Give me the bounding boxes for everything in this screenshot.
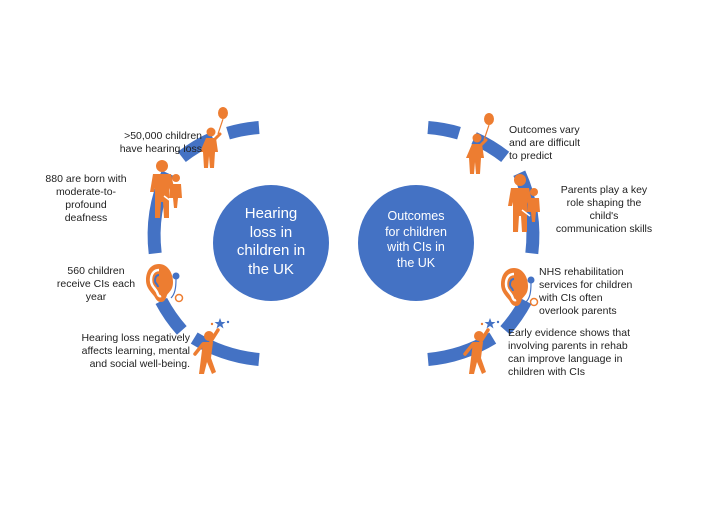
cochlear-implant-ear-icon <box>146 264 184 303</box>
parent-holding-child-icon <box>150 160 182 218</box>
child-reaching-star-icon <box>193 318 230 374</box>
left-arc-segment-1 <box>226 121 260 140</box>
right-arc-segment-4 <box>500 297 532 335</box>
cochlear-implant-ear-icon <box>501 268 539 307</box>
left-item-1-text: >50,000 children have hearing loss <box>119 130 202 155</box>
right-item-3-text: NHS rehabilitation services for children… <box>539 266 633 317</box>
right-arc-segment-1 <box>427 121 461 140</box>
left-title-circle <box>213 185 329 301</box>
right-arc-segment-5 <box>427 332 497 366</box>
child-reaching-star-icon <box>463 318 500 374</box>
right-item-2-text: Parents play a key role shaping the chil… <box>555 184 653 235</box>
right-item-4-text: Early evidence shows that involving pare… <box>508 327 630 378</box>
child-with-balloon-icon <box>466 113 494 174</box>
right-circle-title: Outcomes for children with CIs in the UK <box>385 209 447 270</box>
left-arc-segment-5 <box>190 332 260 366</box>
left-circle-title: Hearing loss in children in the UK <box>236 205 306 278</box>
left-item-2-text: 880 are born with moderate-to- profound … <box>45 173 127 224</box>
parent-holding-child-icon <box>508 174 540 232</box>
left-item-3-text: 560 children receive CIs each year <box>56 265 136 303</box>
child-with-balloon-icon <box>200 107 228 168</box>
left-item-4-text: Hearing loss negatively affects learning… <box>81 332 190 370</box>
left-arc-segment-4 <box>155 297 187 335</box>
right-item-1-text: Outcomes vary and are difficult to predi… <box>509 124 581 162</box>
right-title-circle <box>358 185 474 301</box>
